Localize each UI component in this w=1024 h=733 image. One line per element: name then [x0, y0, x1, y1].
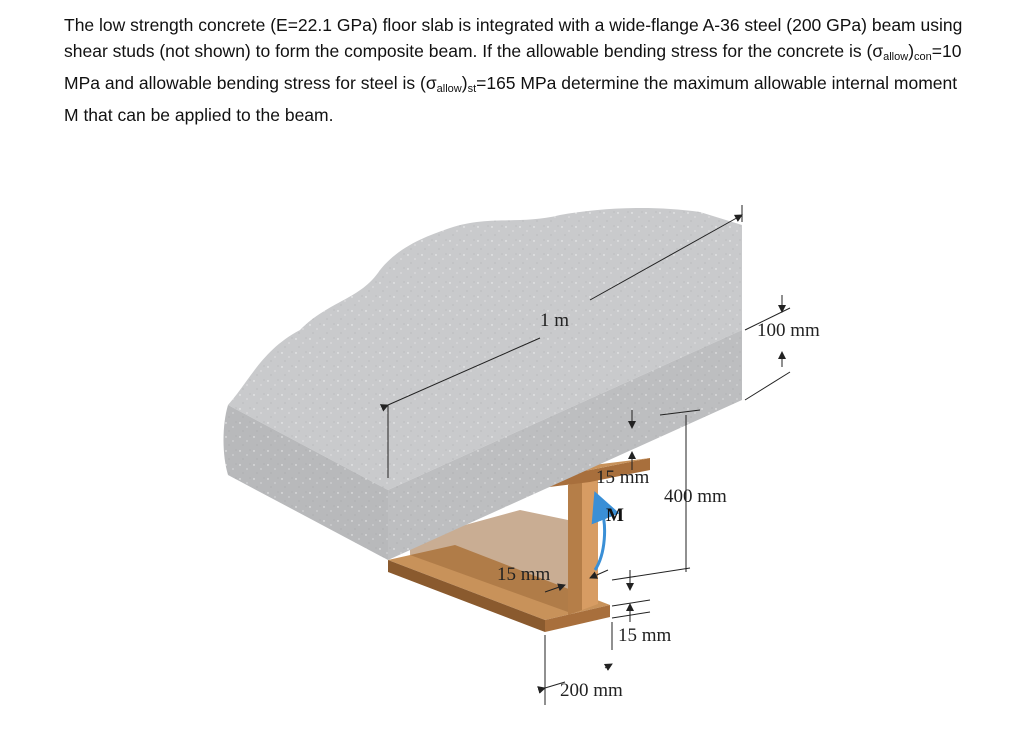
slab-top-speckle: [228, 208, 742, 490]
problem-text-3: =10 MPa and allowable bending stress for…: [64, 41, 962, 93]
dimension-lines: [379, 205, 791, 705]
label-web-thickness: 15 mm: [497, 564, 551, 585]
beam-web-shadow: [410, 510, 568, 612]
label-slab-width: 1 m: [540, 310, 569, 331]
problem-statement: The low strength concrete (E=22.1 GPa) f…: [64, 12, 964, 128]
problem-text-4: ): [461, 73, 468, 93]
label-web-height: 400 mm: [664, 486, 727, 507]
subscript-allow-2: allow: [436, 83, 462, 95]
moment-arrow: [591, 491, 620, 571]
subscript-st: st: [467, 83, 477, 95]
bottom-flange-front: [388, 560, 545, 632]
slab-front-speckle: [223, 405, 388, 560]
label-bottom-flange: 15 mm: [618, 625, 672, 646]
beam-web: [568, 480, 582, 615]
subscript-con: con: [914, 51, 932, 63]
label-top-flange: 15 mm: [596, 467, 650, 488]
concrete-slab: [223, 208, 742, 560]
label-flange-width: 200 mm: [560, 680, 623, 701]
bottom-flange-side: [545, 605, 610, 632]
beam-web-side: [582, 474, 598, 610]
problem-text-1: The low strength concrete (E=22.1 GPa) f…: [64, 15, 963, 61]
problem-text-5: =165 MPa determine the maximum allowable…: [64, 73, 958, 125]
slab-side-speckle: [388, 330, 742, 560]
problem-text-2: ): [908, 41, 915, 61]
label-slab-thickness: 100 mm: [757, 320, 820, 341]
subscript-allow-1: allow: [883, 51, 909, 63]
label-moment: M: [606, 505, 624, 526]
